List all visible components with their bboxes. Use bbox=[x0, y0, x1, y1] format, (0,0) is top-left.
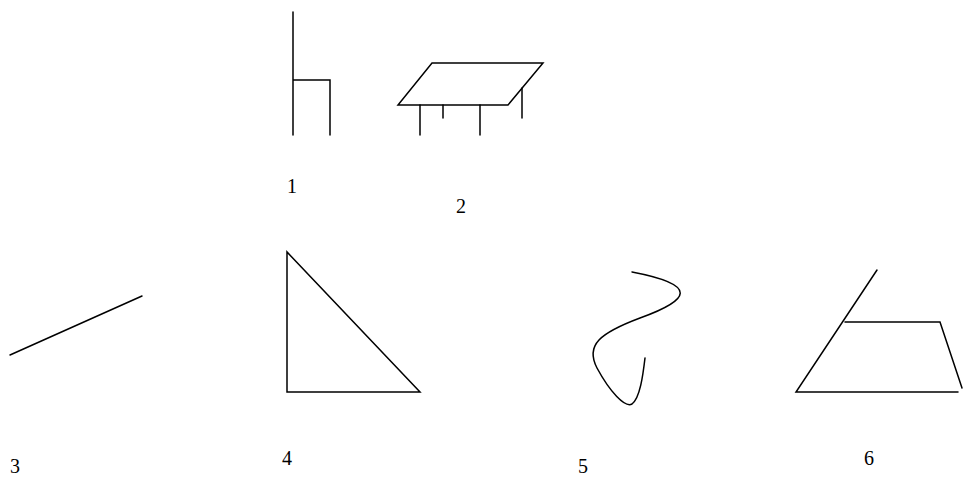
triangle-figure bbox=[287, 252, 420, 392]
chair-shape-figure bbox=[796, 270, 962, 392]
callout-number: 6 bbox=[864, 448, 874, 468]
callout-number: 4 bbox=[282, 448, 292, 468]
callout-number: 5 bbox=[578, 456, 588, 476]
callout-number: 2 bbox=[456, 196, 466, 216]
straight-line bbox=[10, 296, 142, 355]
chair-figure bbox=[293, 12, 330, 135]
table-figure bbox=[398, 63, 543, 135]
callout-number: 3 bbox=[10, 456, 20, 476]
curve-figure bbox=[593, 272, 680, 405]
callout-number: 1 bbox=[287, 176, 297, 196]
